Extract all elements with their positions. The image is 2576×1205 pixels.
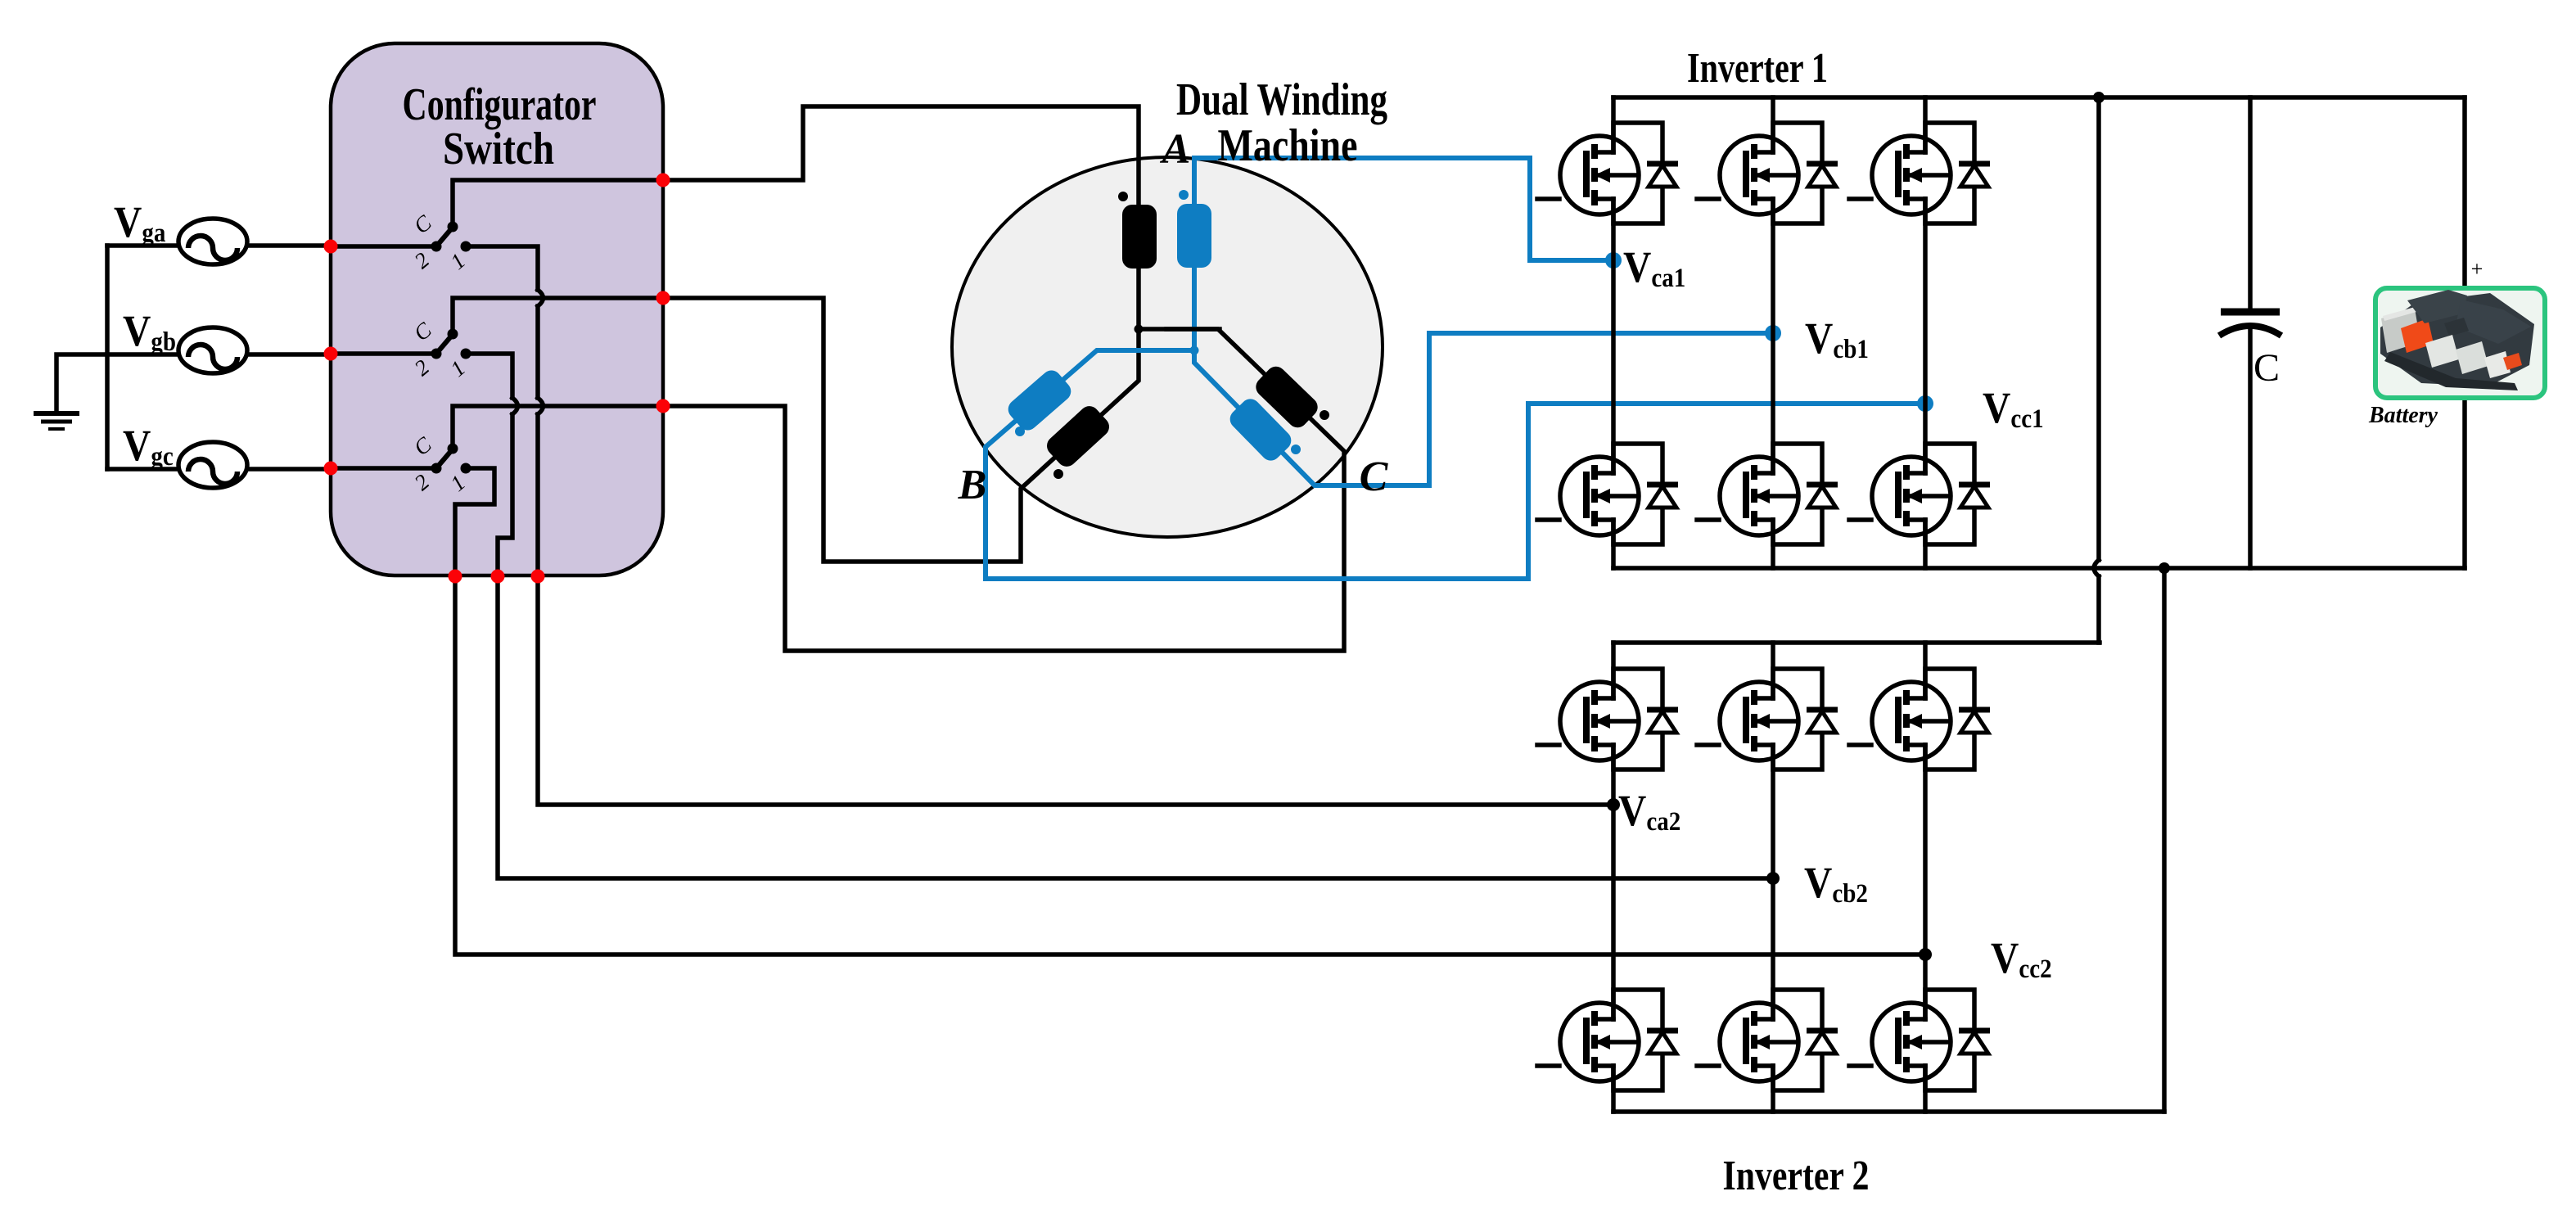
svg-text:B: B bbox=[958, 462, 987, 508]
svg-text:A: A bbox=[1160, 126, 1191, 173]
svg-text:Battery: Battery bbox=[2368, 403, 2438, 428]
svg-text:Inverter 2: Inverter 2 bbox=[1723, 1153, 1870, 1199]
svg-text:+: + bbox=[2471, 257, 2484, 281]
svg-text:Inverter 1: Inverter 1 bbox=[1687, 45, 1828, 92]
svg-text:Switch: Switch bbox=[443, 124, 554, 174]
svg-text:Configurator: Configurator bbox=[403, 79, 597, 130]
svg-text:Vgc: Vgc bbox=[123, 422, 174, 471]
svg-text:Dual Winding: Dual Winding bbox=[1176, 74, 1387, 125]
svg-text:C: C bbox=[2253, 346, 2280, 390]
svg-text:Machine: Machine bbox=[1218, 120, 1358, 171]
svg-text:C: C bbox=[1360, 454, 1389, 500]
